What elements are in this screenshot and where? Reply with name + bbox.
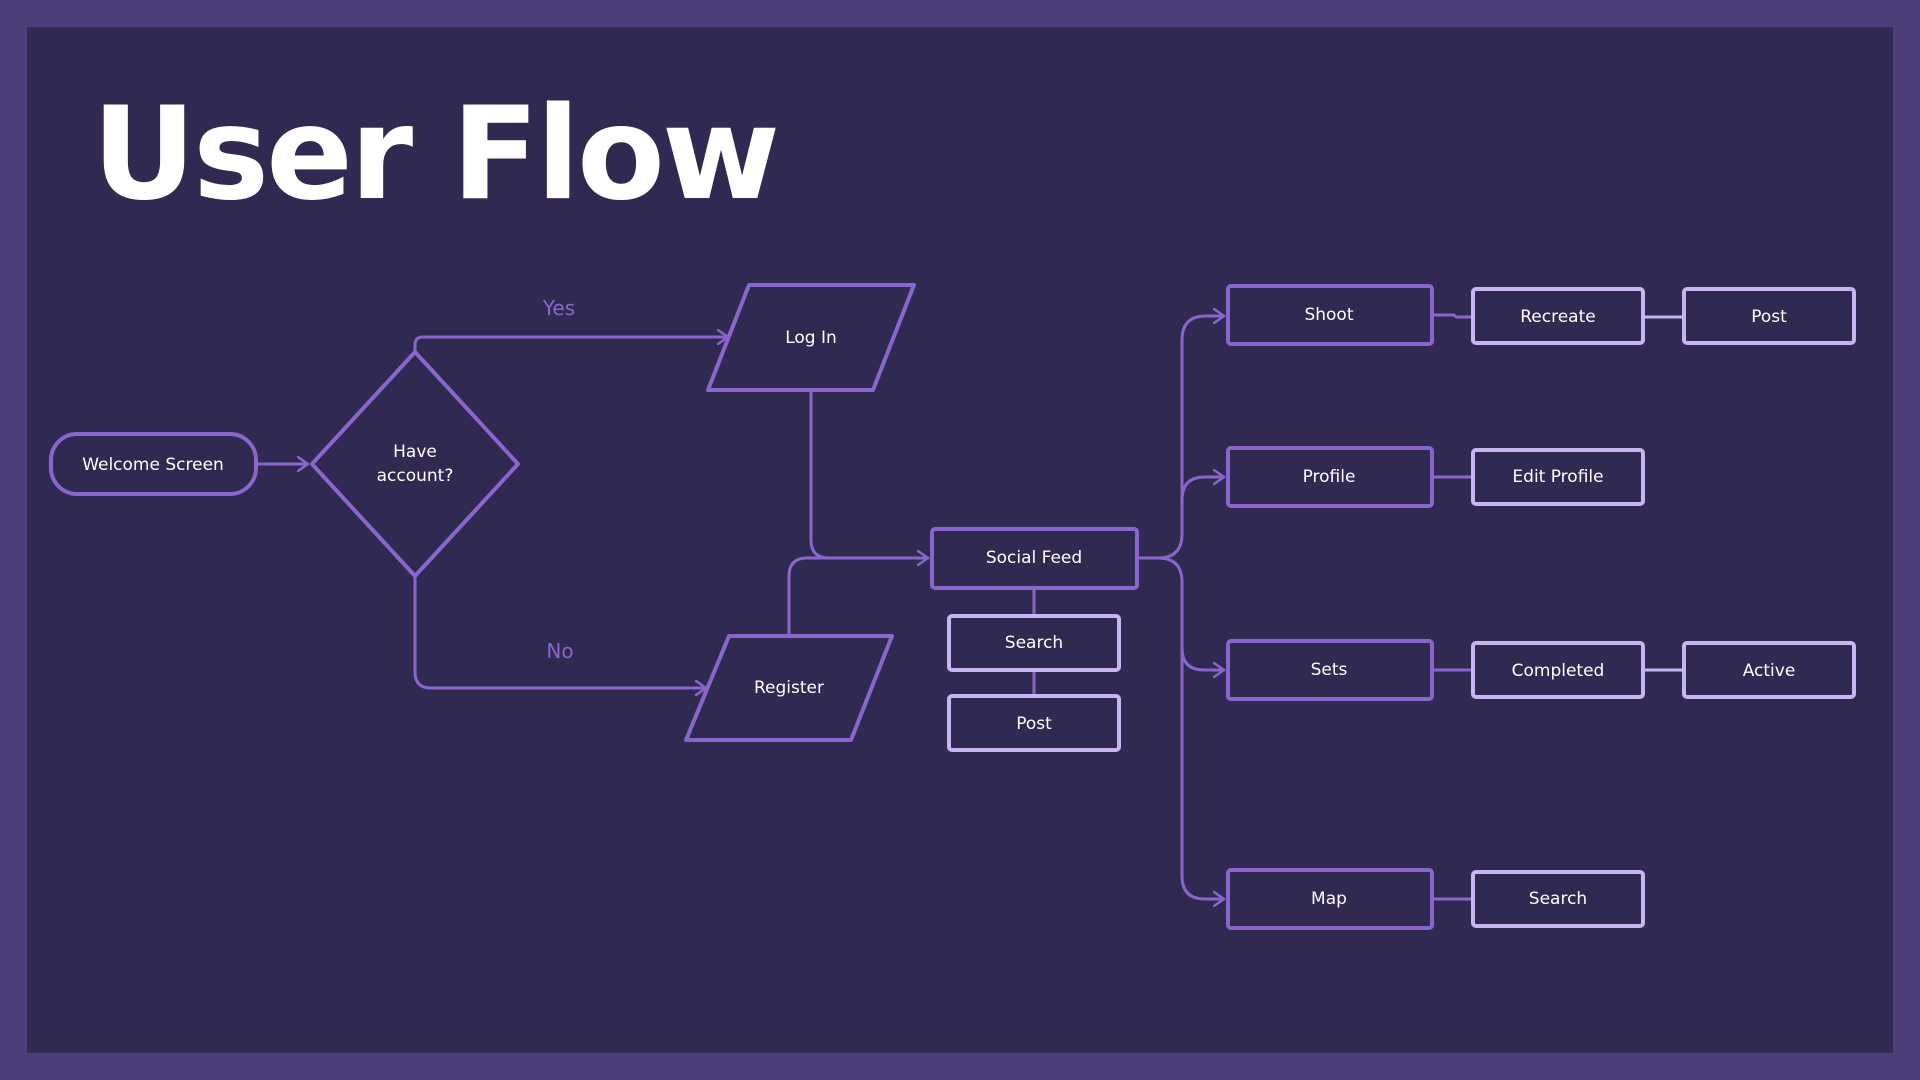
edge-decision-no-to-register: [413, 576, 708, 688]
edge-label-no: No: [546, 639, 573, 663]
edge-shoot-to-recreate: [1430, 313, 1475, 319]
node-map[interactable]: Map: [1226, 868, 1434, 930]
node-feed-post-label: Post: [1016, 714, 1052, 734]
node-map-search[interactable]: Search: [1471, 870, 1645, 928]
node-map-search-label: Search: [1529, 889, 1587, 909]
page-title: User Flow: [92, 80, 780, 229]
node-welcome-screen-label: Welcome Screen: [82, 455, 224, 475]
node-register-label: Register: [754, 678, 824, 698]
edge-decision-yes-to-login: [413, 337, 730, 354]
decision-label-line1: Have: [393, 442, 437, 462]
edge-feed-to-profile: [1180, 477, 1226, 502]
node-shoot[interactable]: Shoot: [1226, 284, 1434, 346]
node-feed-search-label: Search: [1005, 633, 1063, 653]
node-active-label: Active: [1743, 661, 1796, 681]
node-completed-label: Completed: [1512, 661, 1605, 681]
connectors: [254, 313, 1686, 899]
node-map-label: Map: [1311, 889, 1347, 909]
node-feed-post[interactable]: Post: [947, 694, 1121, 752]
node-sets-label: Sets: [1311, 660, 1348, 680]
node-edit-profile-label: Edit Profile: [1512, 467, 1603, 487]
node-profile-label: Profile: [1303, 467, 1356, 487]
node-welcome-screen[interactable]: Welcome Screen: [49, 432, 258, 496]
node-profile[interactable]: Profile: [1226, 446, 1434, 508]
node-recreate[interactable]: Recreate: [1471, 287, 1645, 345]
node-shoot-post-label: Post: [1751, 307, 1787, 327]
node-have-account-decision[interactable]: Have account?: [310, 350, 520, 578]
edge-feed-to-map: [1180, 646, 1226, 899]
node-shoot-post[interactable]: Post: [1682, 287, 1856, 345]
node-feed-search[interactable]: Search: [947, 614, 1121, 672]
edge-label-yes: Yes: [542, 296, 575, 320]
node-social-feed-label: Social Feed: [986, 548, 1082, 568]
node-register[interactable]: Register: [684, 634, 894, 742]
node-social-feed[interactable]: Social Feed: [930, 527, 1139, 590]
node-active[interactable]: Active: [1682, 641, 1856, 699]
edge-feed-to-sets: [1156, 556, 1226, 670]
edge-login-to-social-feed: [809, 390, 930, 558]
node-edit-profile[interactable]: Edit Profile: [1471, 448, 1645, 506]
node-log-in[interactable]: Log In: [706, 283, 916, 392]
node-recreate-label: Recreate: [1520, 307, 1595, 327]
node-shoot-label: Shoot: [1304, 305, 1353, 325]
edge-register-to-social-feed: [787, 556, 831, 636]
node-log-in-label: Log In: [785, 328, 837, 348]
node-sets[interactable]: Sets: [1226, 639, 1434, 701]
node-completed[interactable]: Completed: [1471, 641, 1645, 699]
decision-label-line2: account?: [377, 466, 454, 486]
edge-feed-to-shoot: [1136, 316, 1226, 560]
